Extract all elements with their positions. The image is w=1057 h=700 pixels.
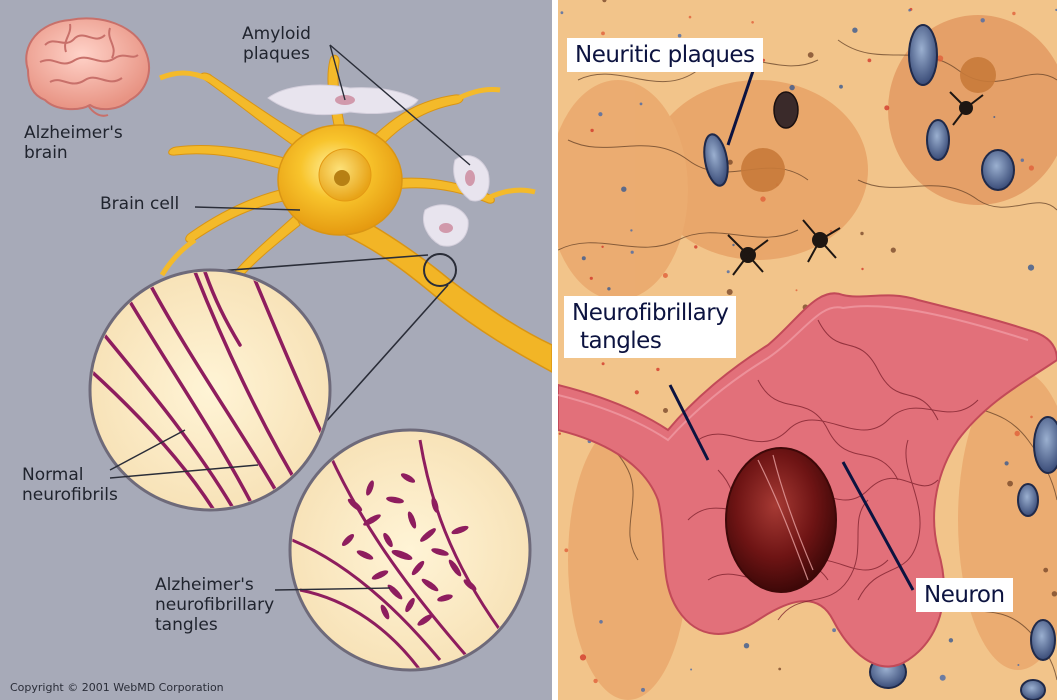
tissue-dot [796, 289, 798, 291]
tissue-dot [993, 116, 995, 118]
tissue-dot [1007, 481, 1013, 487]
normal-neurofibrils-label-line1: Normal [22, 465, 118, 485]
tissue-dot [1052, 591, 1057, 596]
alzheimers-brain-label: Alzheimer's brain [24, 123, 123, 163]
tissue-dot [891, 248, 896, 253]
tissue-dot [789, 85, 794, 90]
tissue-dot [559, 433, 561, 435]
tissue-dot [607, 287, 610, 290]
tissue-dot [631, 251, 634, 254]
tissue-dot [1028, 265, 1034, 271]
tissue-dot [760, 196, 765, 201]
tissue-dot [1021, 159, 1024, 162]
normal-neurofibrils-label-line2: neurofibrils [22, 485, 118, 505]
tissue-dot [940, 675, 946, 681]
tissue-dot [852, 28, 857, 33]
illustration-artwork [0, 0, 552, 700]
alzheimers-brain-label-line1: Alzheimer's [24, 123, 123, 143]
tissue-dot [580, 654, 586, 660]
tissue-dot [832, 628, 836, 632]
tissue-dot [808, 52, 814, 58]
brain-icon [26, 18, 149, 115]
tissue-dot [778, 668, 781, 671]
tissue-dot [732, 244, 734, 246]
tissue-dot [690, 669, 692, 671]
tangles-label-line2: neurofibrillary [155, 595, 274, 615]
neuritic-plaques-label: Neuritic plaques [567, 38, 763, 72]
tissue-dot [884, 105, 889, 110]
tissue-dot [635, 390, 639, 394]
tissue-dot [744, 643, 749, 648]
tissue-dot [762, 59, 765, 62]
tissue-dot [727, 270, 730, 273]
neuron-label: Neuron [916, 578, 1013, 612]
neurofibrillary-tangles-label-line2: tangles [572, 327, 728, 355]
tissue-dot [593, 679, 597, 683]
neurofibrillary-tangles-label: Alzheimer's neurofibrillary tangles [155, 575, 274, 635]
tissue-dot [663, 273, 668, 278]
tissue-dot [839, 85, 843, 89]
tissue-dot [908, 9, 911, 12]
tissue-dot [860, 232, 863, 235]
amyloid-plaques-label: Amyloid plaques [242, 24, 311, 64]
histology-panel: Neuritic plaques Neurofibrillary tangles… [558, 0, 1057, 700]
tissue-dot [868, 59, 872, 63]
tissue-dot [727, 289, 733, 295]
tangles-label-line1: Alzheimer's [155, 575, 274, 595]
alzheimers-brain-label-line2: brain [24, 143, 123, 163]
tissue-dot [598, 112, 602, 116]
normal-neurofibrils-label: Normal neurofibrils [22, 465, 118, 505]
cell-nucleolus [334, 170, 350, 186]
tissue-dot [1012, 12, 1015, 15]
tissue-dot [1030, 416, 1033, 419]
tissue-dot [689, 16, 692, 19]
neurofibrillary-tangles-label: Neurofibrillary tangles [564, 296, 736, 358]
illustration-panel: Amyloid plaques Alzheimer's brain Brain … [0, 0, 552, 700]
tissue-dot [621, 187, 626, 192]
tissue-dot [981, 18, 985, 22]
amyloid-plaques-label-line1: Amyloid [242, 24, 311, 44]
tissue-dot [599, 620, 603, 624]
tissue-dot [601, 246, 603, 248]
normal-neurofibrils-view [90, 270, 330, 520]
tissue-dot [582, 256, 586, 260]
neurofibrillary-tangles-label-line1: Neurofibrillary [572, 299, 728, 327]
neurofibrillary-tangles-view [290, 430, 530, 670]
tissue-dot [1015, 431, 1020, 436]
tissue-dot [564, 548, 568, 552]
tissue-dot [630, 229, 632, 231]
neuron-nucleus [726, 448, 836, 592]
tissue-dot [861, 268, 863, 270]
amyloid-plaques-label-line2: plaques [242, 44, 311, 64]
tissue-dot [1029, 165, 1034, 170]
tangles-label-line3: tangles [155, 615, 274, 635]
tissue-dot [1005, 461, 1009, 465]
tissue-dot [1017, 664, 1019, 666]
brain-cell-label: Brain cell [100, 194, 179, 214]
tissue-dot [678, 34, 682, 38]
tissue-dot [640, 103, 643, 106]
tissue-dot [590, 277, 593, 280]
tissue-dot [590, 129, 593, 132]
copyright-notice: Copyright © 2001 WebMD Corporation [10, 681, 224, 694]
tissue-dot [601, 32, 605, 36]
tissue-dot [641, 688, 645, 692]
tissue-dot [561, 11, 564, 14]
tissue-dot [663, 408, 668, 413]
tissue-dot [751, 21, 754, 24]
tissue-dot [949, 638, 953, 642]
tissue-dot [656, 368, 659, 371]
tissue-dot [1043, 568, 1048, 573]
tissue-dot [602, 362, 605, 365]
tissue-dot [694, 245, 697, 248]
